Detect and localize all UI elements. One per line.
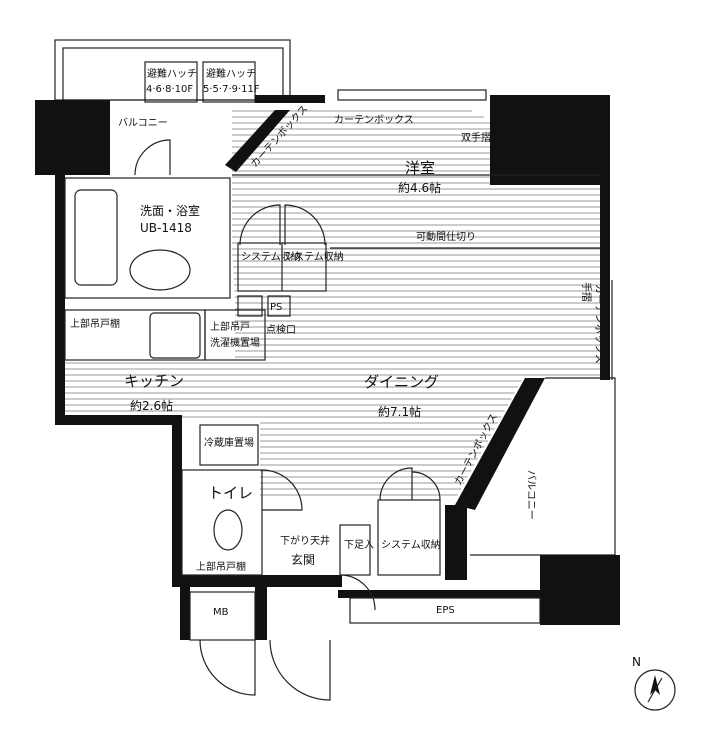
bath-model: UB-1418 (140, 221, 192, 235)
hatch-2-label: 避難ハッチ (206, 67, 256, 80)
interior-lines (64, 89, 600, 641)
door-swings (134, 139, 441, 701)
balcony-top-label: バルコニー (118, 117, 168, 129)
fridge-space-label: 冷蔵庫置場 (204, 436, 254, 449)
hatch-1-label: 避難ハッチ (147, 67, 197, 80)
upper-cabinet-wash-label: 上部吊戸 (210, 320, 250, 333)
washer-space-label: 洗濯機置場 (210, 336, 260, 349)
compass: N (632, 655, 676, 711)
ps-label: PS (270, 302, 282, 313)
upper-cabinet-toilet-label: 上部吊戸棚 (196, 560, 246, 573)
rail-top-label: 双手摺 (461, 131, 491, 144)
entrance-name: 玄関 (291, 552, 315, 567)
dining-name: ダイニング (364, 373, 439, 391)
system-storage-3-label: システム収納 (381, 538, 441, 551)
dropped-ceiling-label: 下がり天井 (280, 534, 330, 547)
balcony-right-label: バルコニー (525, 470, 537, 520)
bath-name: 洗面・浴室 (140, 203, 200, 218)
movable-partition-label: 可動間仕切り (416, 230, 476, 243)
kitchen-name: キッチン (124, 372, 184, 390)
balcony-top-outline (54, 39, 291, 103)
western-room-name: 洋室 (405, 159, 435, 177)
system-storage-2-label: システム収納 (284, 250, 344, 263)
eps-label: EPS (436, 605, 455, 616)
kitchen-size: 約2.6帖 (130, 398, 173, 413)
curtain-box-right-label: カーテンボックス (593, 284, 605, 364)
hatch-1-floors: 4·6·8·10F (146, 84, 193, 95)
upper-cabinet-left-label: 上部吊戸棚 (70, 317, 120, 330)
dining-size: 約7.1帖 (378, 404, 421, 419)
western-room-size: 約4.6帖 (398, 180, 441, 195)
shoebox-label: 下足入 (344, 539, 374, 551)
floor-area (62, 110, 600, 500)
walls (35, 95, 620, 640)
curtain-box-top-label: カーテンボックス (334, 114, 414, 126)
mb-label: MB (213, 607, 229, 618)
compass-label: N (632, 655, 641, 669)
system-storage-1-label: システム収納 (241, 250, 301, 263)
rail-right-label: 手摺 (580, 282, 593, 302)
toilet-name: トイレ (208, 484, 253, 502)
inspection-port-label: 点検口 (266, 323, 296, 336)
hatch-2-floors: 5·5·7·9·11F (203, 84, 260, 95)
